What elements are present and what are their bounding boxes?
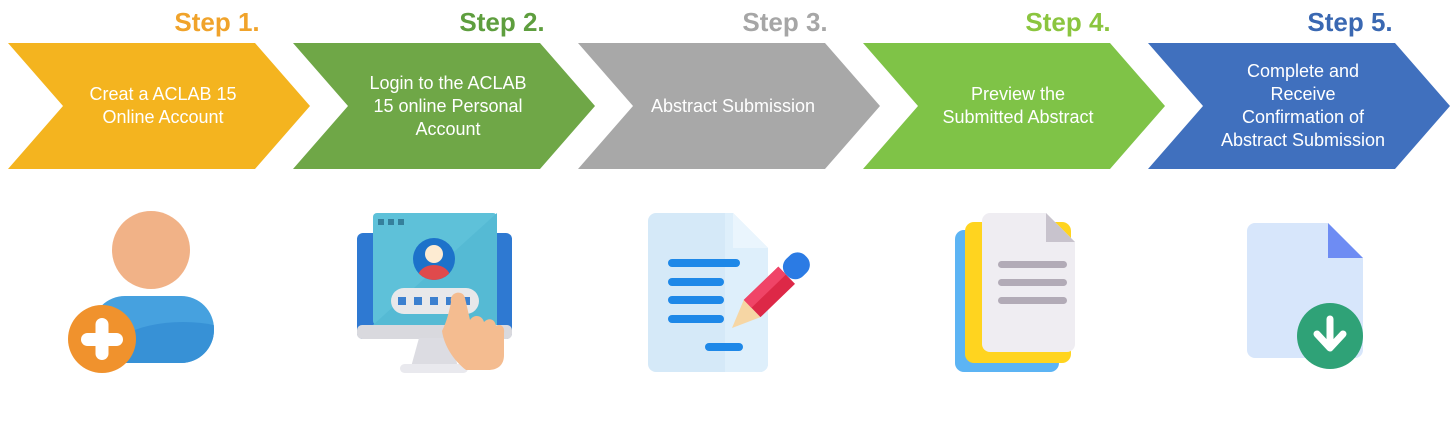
step-2-title: Login to the ACLAB 15 online Personal Ac… <box>369 72 527 139</box>
step-3-arrow: Abstract Submission <box>578 43 880 169</box>
document-stack-icon <box>955 213 1075 372</box>
step-4-heading: Step 4. <box>1025 7 1111 37</box>
step-1-heading: Step 1. <box>174 7 260 37</box>
step-5-heading: Step 5. <box>1307 7 1393 37</box>
edit-document-icon <box>648 213 810 372</box>
step-1-arrow: Creat a ACLAB 15 Online Account <box>8 43 310 169</box>
step-2-heading: Step 2. <box>459 7 545 37</box>
login-monitor-icon <box>357 213 512 373</box>
step-4-title: Preview the Submitted Abstract <box>942 84 1094 127</box>
download-document-icon <box>1247 223 1363 369</box>
step-3-heading: Step 3. <box>742 7 828 37</box>
step-2-arrow: Login to the ACLAB 15 online Personal Ac… <box>293 43 595 169</box>
step-3-title: Abstract Submission <box>650 95 816 116</box>
step-5-title: Complete and Receive Confirmation of Abs… <box>1220 61 1386 150</box>
step-4-arrow: Preview the Submitted Abstract <box>863 43 1165 169</box>
step-1-title: Creat a ACLAB 15 Online Account <box>89 84 237 127</box>
add-user-icon <box>68 211 214 373</box>
step-5-arrow: Complete and Receive Confirmation of Abs… <box>1148 43 1450 169</box>
